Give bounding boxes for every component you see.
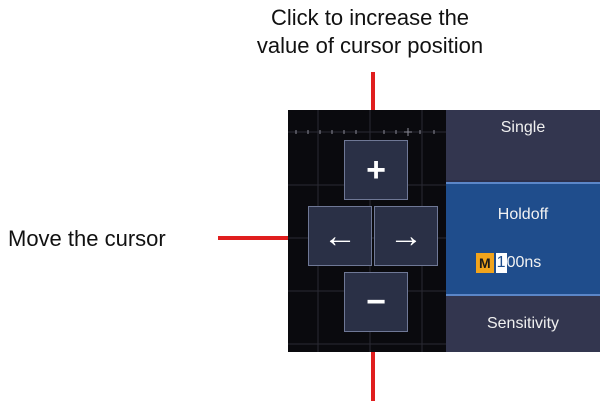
oscilloscope-screen: + ← → − Single Holdoff M 1 00ns Sensitiv…	[288, 110, 600, 352]
holdoff-value: M 1 00ns	[476, 252, 541, 274]
increase-caption-line1: Click to increase the	[270, 5, 470, 30]
mode-badge: M	[476, 253, 494, 273]
increase-callout-line	[371, 72, 375, 142]
menu-item-sensitivity[interactable]: Sensitivity	[446, 296, 600, 352]
decrease-key[interactable]: −	[344, 272, 408, 332]
increase-caption-line2: value of cursor position	[256, 33, 484, 58]
holdoff-value-text: 00ns	[506, 254, 542, 271]
cursor-left-key[interactable]: ←	[308, 206, 372, 266]
increase-cursor-caption: Click to increase the value of cursor po…	[190, 4, 550, 60]
move-cursor-caption: Move the cursor	[8, 226, 166, 251]
menu-item-holdoff[interactable]: Holdoff M 1 00ns	[446, 182, 600, 296]
menu-item-single[interactable]: Single	[446, 110, 600, 180]
cursor-right-key[interactable]: →	[374, 206, 438, 266]
holdoff-label: Holdoff	[497, 206, 549, 223]
decrease-callout-line	[371, 330, 375, 401]
move-callout-line	[218, 236, 312, 240]
increase-key[interactable]: +	[344, 140, 408, 200]
side-menu: Single Holdoff M 1 00ns Sensitivity	[446, 110, 600, 352]
cursor-digit: 1	[495, 253, 507, 273]
